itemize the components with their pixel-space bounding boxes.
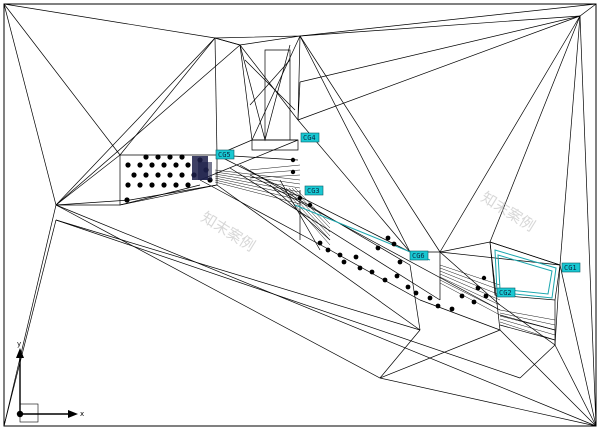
watermark-right: 知末案例 — [478, 188, 538, 235]
svg-text:CG5: CG5 — [218, 151, 231, 159]
svg-text:CG6: CG6 — [412, 252, 425, 260]
label-cg2[interactable]: CG2 — [496, 287, 516, 298]
svg-text:CG4: CG4 — [303, 134, 316, 142]
tree-dots — [124, 154, 489, 312]
dense-cluster — [192, 156, 212, 180]
x-axis-label: x — [80, 410, 84, 418]
mesh-lines — [3, 3, 597, 427]
y-axis-label: y — [17, 340, 21, 348]
label-cg6[interactable]: CG6 — [409, 250, 429, 261]
label-cg5[interactable]: CG5 — [215, 149, 235, 160]
label-cg1[interactable]: CG1 — [561, 262, 581, 273]
label-cg3[interactable]: CG3 — [304, 185, 324, 196]
ucs-axis-icon: y x — [16, 340, 84, 423]
svg-text:CG2: CG2 — [499, 289, 512, 297]
label-cg4[interactable]: CG4 — [300, 132, 320, 143]
watermark-left: 知末案例 — [198, 208, 258, 255]
cyan-outlines — [294, 204, 557, 299]
hatch-fans — [214, 164, 556, 341]
svg-text:CG3: CG3 — [307, 187, 320, 195]
svg-text:CG1: CG1 — [564, 264, 577, 272]
